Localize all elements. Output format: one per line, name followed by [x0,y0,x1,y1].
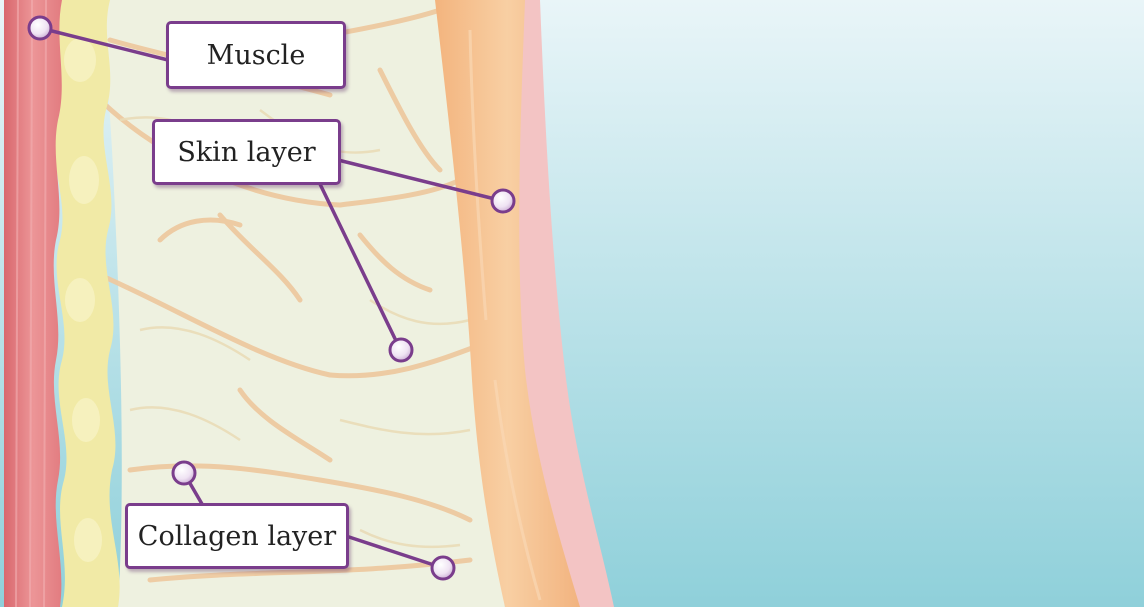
leader-lines [38,26,505,570]
label-muscle-text: Muscle [206,39,306,71]
callout-marker-icon [27,15,53,41]
label-muscle: Muscle [166,21,346,89]
callout-marker-icon [388,337,414,363]
skin-texture [468,29,542,601]
skin-layer [435,0,580,607]
callout-marker-icon [490,188,516,214]
fat-lobules [64,38,102,562]
leader-line-skin [336,158,505,203]
muscle-layer [4,0,62,607]
leader-line-muscle [38,26,170,62]
leader-line-collagen-lower [344,534,445,570]
callout-markers [27,15,516,581]
callout-marker-icon [430,555,456,581]
label-skin-layer-text: Skin layer [177,136,316,168]
label-collagen-layer: Collagen layer [125,503,349,569]
label-skin-layer: Skin layer [152,119,341,185]
leader-line-skin-inner [318,182,402,351]
label-collagen-layer-text: Collagen layer [137,520,337,552]
muscle-fibers [15,0,47,607]
callout-marker-icon [171,460,197,486]
